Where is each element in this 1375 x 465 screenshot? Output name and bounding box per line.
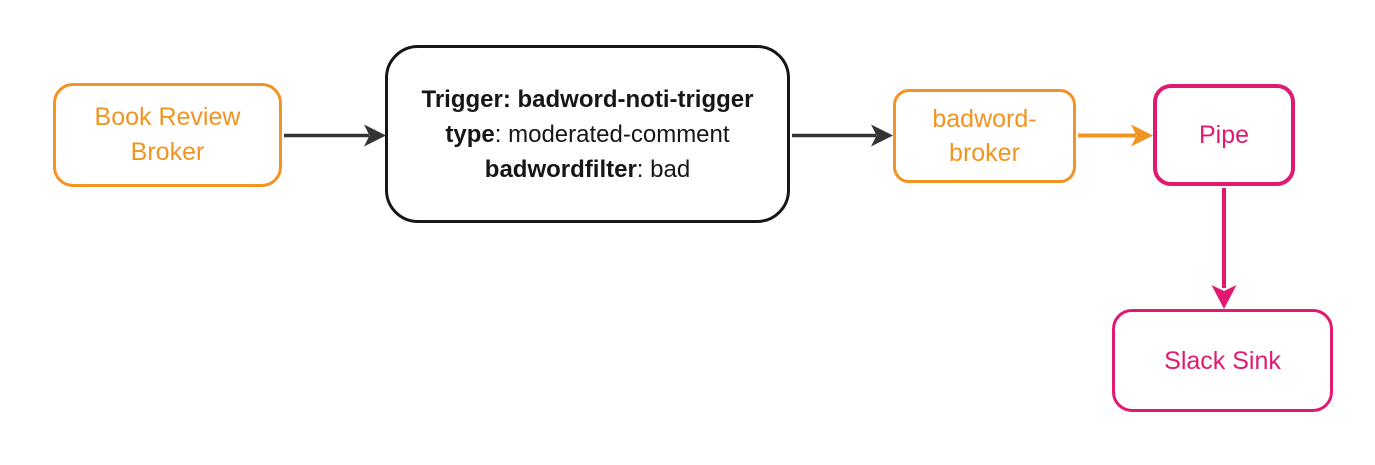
node-label: Trigger: badword-noti-trigger type: mode… (422, 82, 754, 187)
trigger-type-key: type (445, 120, 495, 148)
node-label: Book Review Broker (95, 100, 241, 170)
node-label: Slack Sink (1164, 346, 1281, 375)
node-label-line: badword- (932, 105, 1037, 133)
arrowhead-right-icon (871, 124, 893, 147)
node-label-line: Book Review (94, 103, 241, 131)
edge-broker-to-trigger (284, 124, 386, 147)
node-label-line: broker (949, 139, 1020, 167)
trigger-name-line: Trigger: badword-noti-trigger (421, 85, 754, 113)
arrowhead-right-icon (364, 124, 386, 147)
node-trigger-filter: Trigger: badword-noti-trigger type: mode… (385, 45, 790, 223)
trigger-type-value: : moderated-comment (494, 120, 730, 148)
node-label: Pipe (1198, 121, 1250, 149)
node-badword-broker: badword- broker (893, 89, 1076, 183)
trigger-filter-line: badwordfilter: bad (422, 152, 754, 187)
trigger-filter-key: badwordfilter (484, 155, 637, 183)
arrowhead-right-icon (1131, 124, 1153, 147)
node-label: badword- broker (932, 102, 1036, 170)
node-slack-sink: Slack Sink (1112, 309, 1333, 412)
arrowhead-down-icon (1211, 285, 1237, 309)
edge-badword-broker-to-pipe (1078, 124, 1153, 147)
node-pipe: Pipe (1153, 84, 1295, 186)
node-book-review-broker: Book Review Broker (53, 83, 282, 187)
trigger-type-line: type: moderated-comment (422, 117, 754, 152)
trigger-filter-value: : bad (636, 155, 691, 183)
edge-pipe-to-slack-sink (1211, 188, 1237, 309)
node-label-line: Broker (130, 138, 205, 166)
edge-trigger-to-badword-broker (792, 124, 893, 147)
